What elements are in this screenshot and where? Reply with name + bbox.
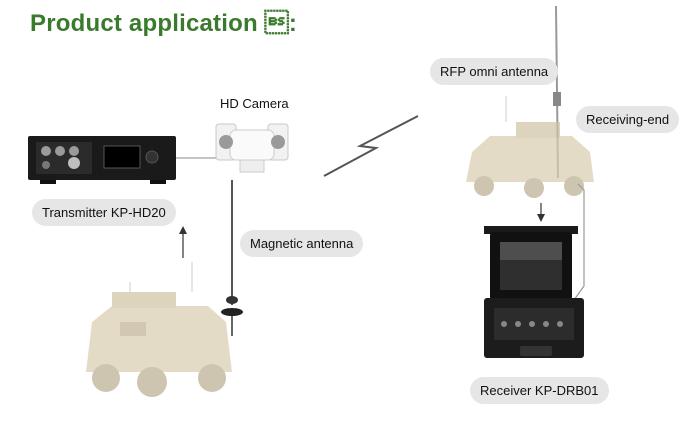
- label-receiver: Receiver KP-DRB01: [470, 377, 609, 404]
- magnetic-antenna-icon: [221, 180, 243, 336]
- label-rfp-antenna: RFP omni antenna: [430, 58, 559, 85]
- label-transmitter: Transmitter KP-HD20: [32, 199, 176, 226]
- arrow-down-icon: [537, 203, 545, 222]
- hd-camera-icon: [215, 123, 289, 173]
- label-hd-camera: HD Camera: [220, 96, 289, 111]
- vehicle-icon: [86, 262, 232, 397]
- label-magnetic-antenna: Magnetic antenna: [240, 230, 364, 257]
- page-title: Product application :: [30, 10, 298, 37]
- arrow-up-icon: [179, 226, 187, 258]
- receiver-case-icon: [484, 226, 584, 358]
- wireless-link-icon: [323, 115, 419, 177]
- label-receiving-end: Receiving-end: [576, 106, 680, 133]
- transmitter-device-icon: [28, 136, 176, 184]
- vehicle-icon: [466, 96, 594, 198]
